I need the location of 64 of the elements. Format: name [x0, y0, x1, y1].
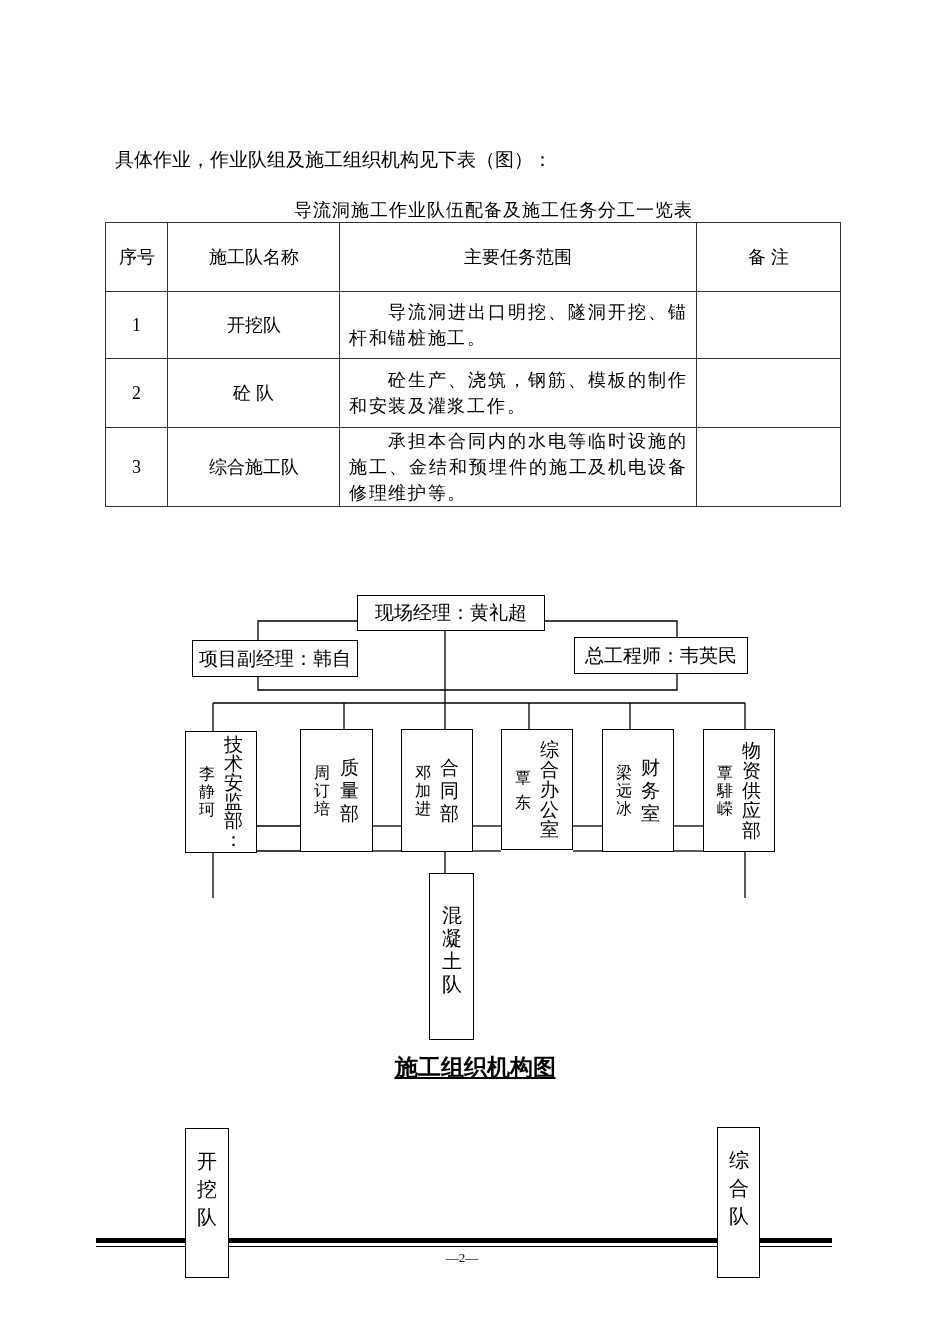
table-cell: 开挖队 [167, 291, 340, 359]
department-name: 质量部 [338, 756, 360, 825]
connector-line [744, 851, 746, 899]
connector-line [472, 825, 502, 827]
connector-line [257, 673, 678, 691]
department-box [401, 729, 473, 852]
connector-line [544, 620, 678, 638]
department-name: 财务室 [640, 756, 662, 825]
team-name: 混凝土队 [440, 904, 463, 996]
table-title: 导流洞施工作业队伍配备及施工任务分工一览表 [293, 199, 693, 222]
connector-line [212, 630, 746, 732]
connector-line [372, 825, 402, 827]
connector-line [572, 825, 603, 827]
position-title: 现场经理：黄礼超 [375, 602, 527, 624]
position-box [357, 595, 545, 631]
page-number: —2— [445, 1249, 479, 1266]
header-cell: 主要任务范围 [339, 222, 697, 292]
connector-line [256, 850, 301, 852]
connector-line [444, 851, 446, 874]
team-box [429, 873, 474, 1040]
team-name: 综合队 [727, 1148, 750, 1229]
person-name: 邓加进 [413, 763, 432, 818]
department-name: 合同部 [439, 756, 461, 825]
header-cell: 施工队名称 [167, 222, 340, 292]
person-name: 覃騑嵘 [715, 763, 734, 818]
position-title: 总工程师：韦英民 [585, 644, 737, 667]
department-box [602, 729, 674, 852]
intro-text: 具体作业，作业队组及施工组织机构见下表（图）： [115, 148, 552, 172]
person-name: 梁远冰 [614, 763, 633, 818]
connector-line [372, 850, 402, 852]
department-box [185, 731, 257, 853]
table-cell: 砼 队 [167, 358, 340, 428]
team-box [717, 1127, 760, 1278]
table-cell: 综合施工队 [167, 427, 340, 507]
header-cell: 序号 [105, 222, 168, 292]
connector-line [673, 825, 704, 827]
connector-line [256, 825, 301, 827]
connector-line [673, 850, 704, 852]
person-name: 李静珂 [197, 765, 216, 819]
department-box [501, 729, 573, 850]
department-name: 技术安监部： [223, 735, 245, 849]
table-cell: 1 [105, 291, 168, 359]
department-name: 物资供应部 [741, 740, 763, 841]
table-cell: 砼生产、浇筑，钢筋、模板的制作和安装及灌浆工作。 [339, 358, 697, 428]
table-cell: 2 [105, 358, 168, 428]
person-name: 周订培 [313, 763, 332, 818]
table-cell: 承担本合同内的水电等临时设施的施工、金结和预埋件的施工及机电设备修理维护等。 [339, 427, 697, 507]
connector-line [572, 850, 603, 852]
department-box [300, 729, 373, 852]
position-box [192, 640, 358, 677]
position-title: 项目副经理：韩自 [199, 647, 351, 670]
connector-line [212, 852, 214, 899]
person-name: 覃东 [513, 767, 532, 813]
table-cell: 导流洞进出口明挖、隧洞开挖、锚杆和锚桩施工。 [339, 291, 697, 359]
department-box [703, 729, 775, 852]
team-box [185, 1128, 229, 1278]
connector-line [257, 620, 358, 641]
chart-title: 施工组织机构图 [394, 1053, 556, 1082]
position-box [574, 637, 748, 674]
team-name: 开挖队 [196, 1149, 218, 1230]
header-cell: 备 注 [696, 222, 841, 292]
table-cell: 3 [105, 427, 168, 507]
connector-line [472, 850, 502, 852]
department-name: 综合办公室 [539, 739, 561, 840]
